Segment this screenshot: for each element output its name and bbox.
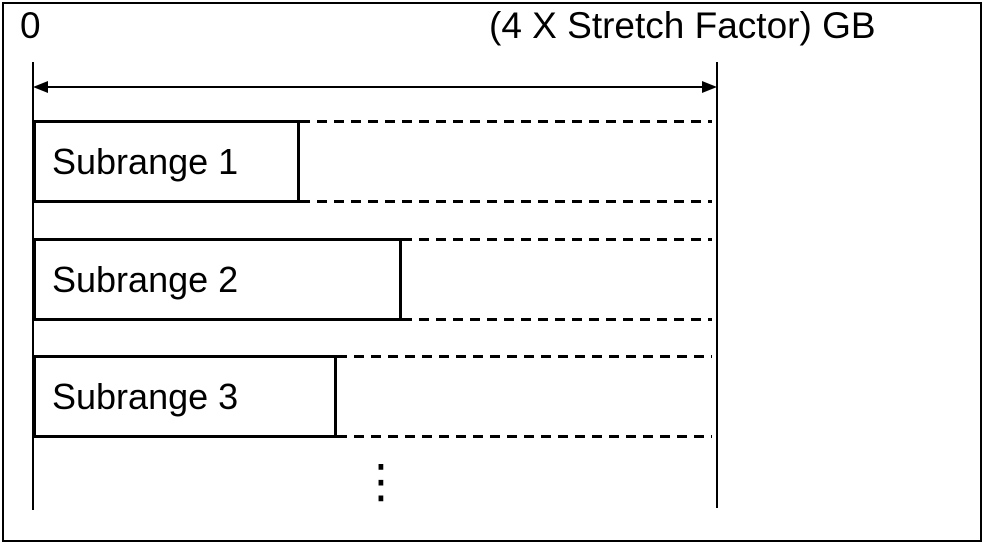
subrange-3-dashed-bottom-line — [337, 435, 712, 438]
vertical-ellipsis: ⋮ — [358, 454, 404, 508]
arrow-shaft — [41, 86, 709, 88]
arrow-left-head-icon — [33, 81, 48, 93]
subrange-2-row: Subrange 2 — [0, 238, 987, 321]
arrow-right-head-icon — [702, 81, 717, 93]
subrange-1-label: Subrange 1 — [52, 140, 239, 182]
subrange-1-row: Subrange 1 — [0, 120, 987, 203]
origin-label: 0 — [20, 5, 41, 46]
subrange-1-dashed-bottom-line — [300, 200, 712, 203]
subrange-2-box: Subrange 2 — [33, 238, 402, 321]
right-boundary-line — [716, 62, 718, 508]
subrange-1-dashed-top-line — [300, 120, 712, 123]
subrange-2-label: Subrange 2 — [52, 258, 239, 300]
subrange-3-dashed-top-line — [337, 355, 712, 358]
subrange-2-dashed-bottom-line — [402, 318, 712, 321]
range-extent-arrow — [33, 81, 717, 94]
subrange-2-dashed-top-line — [402, 238, 712, 241]
subrange-3-box: Subrange 3 — [33, 355, 337, 438]
subrange-3-row: Subrange 3 — [0, 355, 987, 438]
subrange-1-box: Subrange 1 — [33, 120, 300, 203]
axis-max-label: (4 X Stretch Factor) GB — [489, 5, 876, 46]
subrange-3-label: Subrange 3 — [52, 375, 239, 417]
